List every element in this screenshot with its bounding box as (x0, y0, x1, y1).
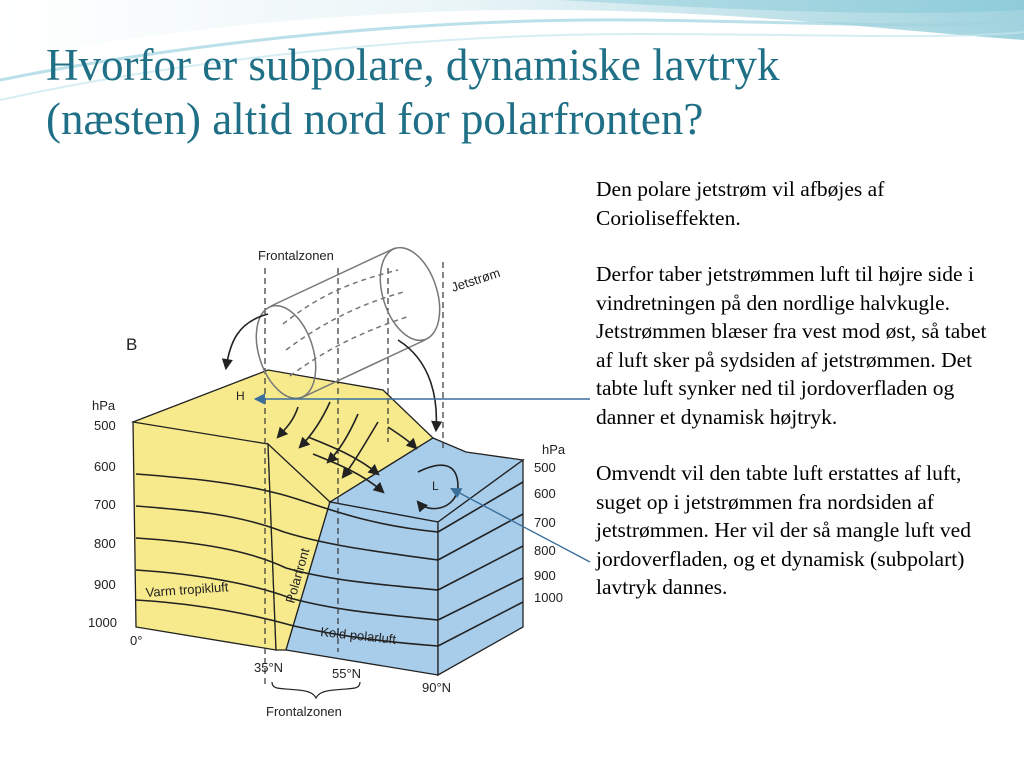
right-axis-level: 600 (534, 486, 556, 501)
left-axis-level: 700 (94, 497, 116, 512)
jetstream-diagram: Frontalzonen Jetstrøm B H L hPa 500 600 … (58, 232, 578, 727)
left-axis-level: 900 (94, 577, 116, 592)
frontalzone-bottom-label: Frontalzonen (266, 704, 342, 719)
slide-title: Hvorfor er subpolare, dynamiske lavtryk … (46, 38, 1006, 146)
paragraph-3: Omvendt vil den tabte luft erstattes af … (596, 461, 971, 599)
warm-air-label: Varm tropikluft (145, 579, 229, 600)
right-axis-level: 500 (534, 460, 556, 475)
latitude-label: 35°N (254, 660, 283, 675)
latitude-label: 55°N (332, 666, 361, 681)
paragraph-2: Derfor taber jetstrømmen luft til højre … (596, 262, 987, 429)
frontalzone-top-label: Frontalzonen (258, 248, 334, 263)
header-wave-decoration (0, 0, 1024, 101)
right-axis-unit: hPa (542, 442, 566, 457)
right-axis-level: 1000 (534, 590, 563, 605)
left-axis-level: 800 (94, 536, 116, 551)
frontalzone-brace (271, 681, 361, 700)
paragraph-1: Den polare jetstrøm vil afbøjes af Corio… (596, 177, 885, 230)
latitude-label: 90°N (422, 680, 451, 695)
left-axis-level: 500 (94, 418, 116, 433)
slide-title-line2: (næsten) altid nord for polarfronten? (46, 94, 704, 144)
latitude-label: 0° (130, 633, 142, 648)
right-axis-level: 800 (534, 543, 556, 558)
explanation-text: Den polare jetstrøm vil afbøjes af Corio… (596, 175, 996, 630)
jetstream-label: Jetstrøm (449, 265, 502, 295)
left-axis-unit: hPa (92, 398, 116, 413)
right-axis-level: 700 (534, 515, 556, 530)
high-pressure-label: H (236, 389, 245, 403)
corner-label: B (126, 335, 137, 354)
left-axis-level: 1000 (88, 615, 117, 630)
low-pressure-label: L (432, 479, 439, 493)
right-axis-level: 900 (534, 568, 556, 583)
left-axis-level: 600 (94, 459, 116, 474)
slide-title-line1: Hvorfor er subpolare, dynamiske lavtryk (46, 40, 780, 90)
